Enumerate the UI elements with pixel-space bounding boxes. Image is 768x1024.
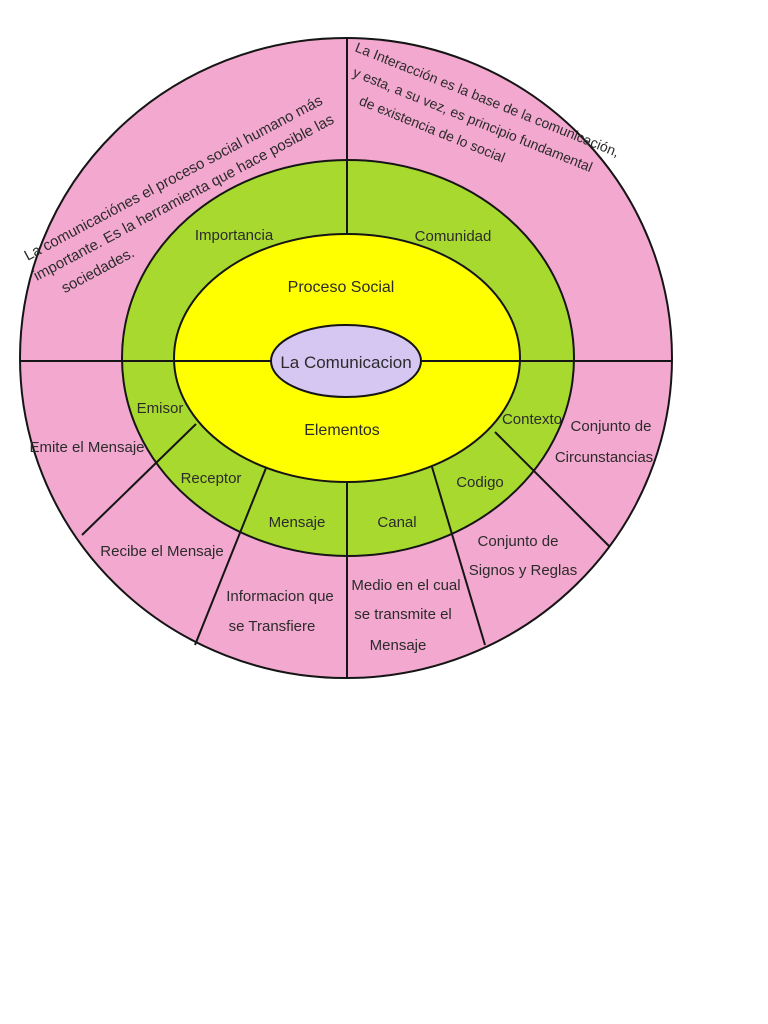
contexto-description: Conjunto de Circunstancias (555, 418, 653, 466)
importancia-label: Importancia (195, 227, 274, 244)
mensaje-label: Mensaje (269, 514, 326, 531)
codigo-label: Codigo (456, 474, 504, 491)
canal-description: Medio en el cual se transmite el Mensaje (351, 577, 460, 654)
codigo-description-line-2: Signos y Reglas (469, 562, 577, 579)
divider-receptor-mensaje (194, 467, 267, 646)
contexto-label: Contexto (502, 411, 562, 428)
section-dividers (20, 38, 671, 678)
divider-contexto-codigo (494, 431, 610, 547)
receptor-label: Receptor (181, 470, 242, 487)
receptor-description: Recibe el Mensaje (100, 543, 223, 560)
mensaje-description-line-2: se Transfiere (229, 618, 316, 635)
emisor-description: Emite el Mensaje (29, 439, 144, 456)
mensaje-description: Informacion que se Transfiere (226, 588, 334, 635)
inner-bottom-label: Elementos (304, 422, 380, 439)
canal-description-line-3: Mensaje (370, 637, 427, 654)
canal-description-line-1: Medio en el cual (351, 577, 460, 594)
comunidad-label: Comunidad (415, 228, 492, 245)
divider-codigo-canal (431, 466, 486, 646)
contexto-description-line-1: Conjunto de (571, 418, 652, 435)
canal-label: Canal (377, 514, 416, 531)
divider-emisor-receptor (81, 423, 197, 536)
codigo-description-line-1: Conjunto de (478, 533, 559, 550)
emisor-label: Emisor (137, 400, 184, 417)
mensaje-description-line-1: Informacion que (226, 588, 334, 605)
codigo-description: Conjunto de Signos y Reglas (469, 533, 577, 579)
contexto-description-line-2: Circunstancias (555, 449, 653, 466)
inner-top-label: Proceso Social (288, 279, 395, 296)
core-label: La Comunicacion (280, 353, 411, 372)
canal-description-line-2: se transmite el (354, 606, 452, 623)
